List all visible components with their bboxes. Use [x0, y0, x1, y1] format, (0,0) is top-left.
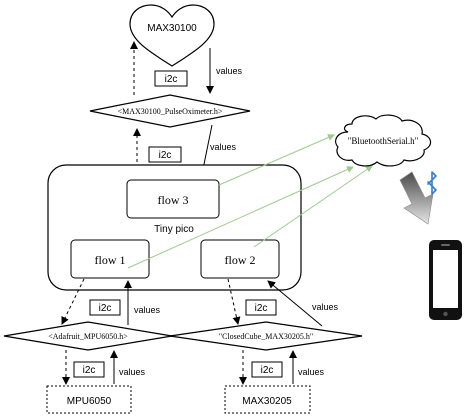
i2c-box-left: [89, 299, 121, 316]
flow1-label: flow 1: [95, 253, 126, 267]
tiny-pico-label: Tiny pico: [154, 224, 194, 235]
max30205-library-label: "ClosedCube_MAX30205.h": [219, 332, 313, 341]
values-label-mid: values: [210, 142, 237, 152]
values-label-right: values: [312, 302, 339, 312]
values-label-bottom-left: values: [119, 367, 146, 377]
values-label-bottom-right: values: [298, 367, 325, 377]
max30100-library-node: <MAX30100_PulseOximeter.h>: [89, 94, 251, 128]
values-label-top: values: [216, 66, 243, 76]
flow2-label: flow 2: [225, 253, 256, 267]
max30100-label: MAX30100: [147, 23, 197, 34]
i2c-box-right: [245, 299, 277, 316]
i2c-label-mid: i2c: [159, 150, 172, 161]
max30205-node: [224, 385, 311, 414]
flow3-to-bluetooth-link: [218, 134, 335, 186]
mpu6050-node: [46, 385, 132, 414]
i2c-label-left: i2c: [99, 303, 112, 314]
i2c-box-bottom-left: [73, 361, 105, 378]
bluetooth-icon: [427, 171, 437, 195]
i2c-label-right: i2c: [255, 303, 268, 314]
max30100-node: MAX30100: [129, 4, 215, 67]
i2c-label-top: i2c: [165, 74, 178, 85]
flow1-to-bluetooth-link: [127, 166, 354, 269]
values-link-max30205-library: [267, 280, 323, 327]
smartphone-icon: [429, 240, 462, 320]
i2c-label-bottom-left: i2c: [83, 365, 96, 376]
i2c-label-bottom-right: i2c: [261, 365, 274, 376]
i2c-box-bottom-right: [251, 361, 283, 378]
values-label-left: values: [134, 305, 161, 315]
max30100-library-label: <MAX30100_PulseOximeter.h>: [118, 107, 223, 116]
mpu-library-node: <Adafruit_MPU6050.h>: [3, 321, 173, 351]
i2c-box-top: [154, 70, 188, 87]
i2c-link-to-mpu-library: [61, 278, 85, 325]
flow2-to-bluetooth-link: [253, 165, 373, 248]
max30205-library-node: "ClosedCube_MAX30205.h": [169, 321, 363, 351]
mpu6050-label: MPU6050: [67, 396, 112, 407]
flow3-node: [126, 179, 220, 219]
mpu-library-label: <Adafruit_MPU6050.h>: [48, 332, 128, 341]
max30205-label: MAX30205: [242, 396, 292, 407]
flow2-node: [200, 239, 280, 279]
bluetooth-library-label: "BluetoothSerial.h": [348, 136, 419, 146]
download-arrow-icon: [399, 171, 434, 225]
i2c-link-to-max30205-library: [227, 278, 241, 325]
flow3-label: flow 3: [158, 193, 189, 207]
bluetooth-library-node: "BluetoothSerial.h": [335, 114, 432, 167]
i2c-box-mid: [148, 146, 182, 163]
